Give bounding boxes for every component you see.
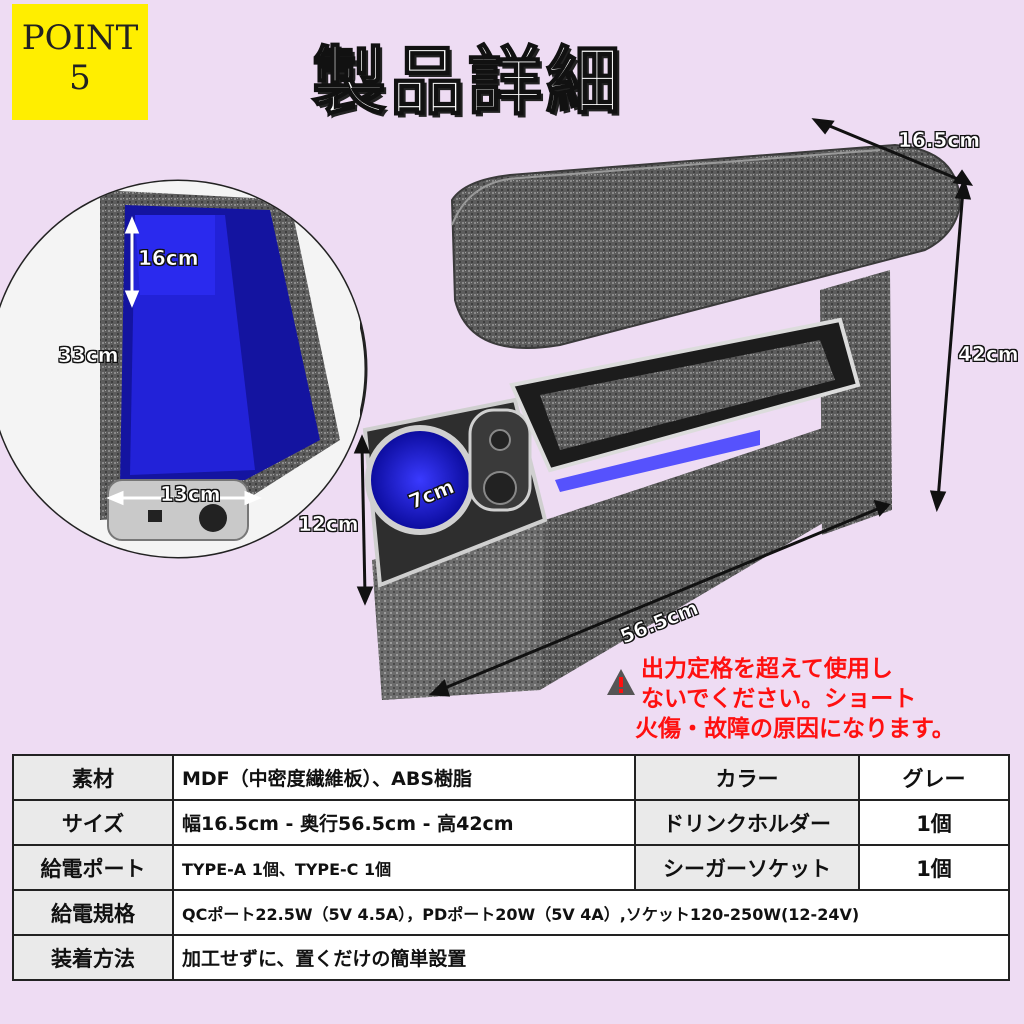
dimension-storage-width: 13cm: [160, 482, 221, 507]
warning-line-1: 出力定格を超えて使用し: [641, 656, 893, 682]
power-value: QCポート22.5W（5V 4.5A），PDポート20W（5V 4A）,ソケット…: [172, 889, 1010, 936]
table-row: 給電規格 QCポート22.5W（5V 4.5A），PDポート20W（5V 4A）…: [12, 889, 1010, 936]
page-title: 製品詳細: [311, 38, 624, 126]
dimension-storage-length: 33cm: [58, 343, 119, 368]
color-value: グレー: [858, 754, 1010, 801]
armrest: [450, 143, 962, 349]
table-row: 装着方法 加工せずに、置くだけの簡単設置: [12, 934, 1010, 981]
point-number: 5: [69, 58, 91, 98]
socket-label: シーガーソケット: [634, 844, 860, 891]
install-label: 装着方法: [12, 934, 174, 981]
size-label: サイズ: [12, 799, 174, 846]
power-label: 給電規格: [12, 889, 174, 936]
dimension-width-top: 16.5cm: [898, 128, 981, 153]
install-value: 加工せずに、置くだけの簡単設置: [172, 934, 1010, 981]
warning-line-2: ないでください。ショート: [641, 686, 917, 712]
color-label: カラー: [634, 754, 860, 801]
spec-table: 素材 MDF（中密度繊維板）、ABS樹脂 カラー グレー サイズ 幅16.5cm…: [12, 754, 1010, 981]
drink-holder-label: ドリンクホルダー: [634, 799, 860, 846]
dimension-height: 42cm: [958, 342, 1019, 367]
socket-value: 1個: [858, 844, 1010, 891]
port-label: 給電ポート: [12, 844, 174, 891]
warning-text: 出力定格を超えて使用し ないでください。ショート 火傷・故障の原因になります。: [605, 654, 1021, 744]
point-label: POINT: [21, 18, 139, 58]
dimension-cup-diameter: 7cm: [405, 474, 458, 514]
warning-icon: [607, 669, 635, 695]
material-label: 素材: [12, 754, 174, 801]
dimension-length: 56.5cm: [616, 595, 702, 649]
point-badge: POINT 5: [12, 4, 148, 120]
port-value: TYPE-A 1個、TYPE-C 1個: [172, 844, 636, 891]
warning-line-3: 火傷・故障の原因になります。: [635, 716, 955, 742]
dimension-storage-depth: 16cm: [138, 246, 199, 271]
table-row: 素材 MDF（中密度繊維板）、ABS樹脂 カラー グレー: [12, 754, 1010, 801]
table-row: 給電ポート TYPE-A 1個、TYPE-C 1個 シーガーソケット 1個: [12, 844, 1010, 891]
table-row: サイズ 幅16.5cm - 奥行56.5cm - 高42cm ドリンクホルダー …: [12, 799, 1010, 846]
size-value: 幅16.5cm - 奥行56.5cm - 高42cm: [172, 799, 636, 846]
material-value: MDF（中密度繊維板）、ABS樹脂: [172, 754, 636, 801]
dimension-front-height: 12cm: [298, 512, 359, 537]
cup-holder: [365, 425, 475, 535]
drink-holder-value: 1個: [858, 799, 1010, 846]
